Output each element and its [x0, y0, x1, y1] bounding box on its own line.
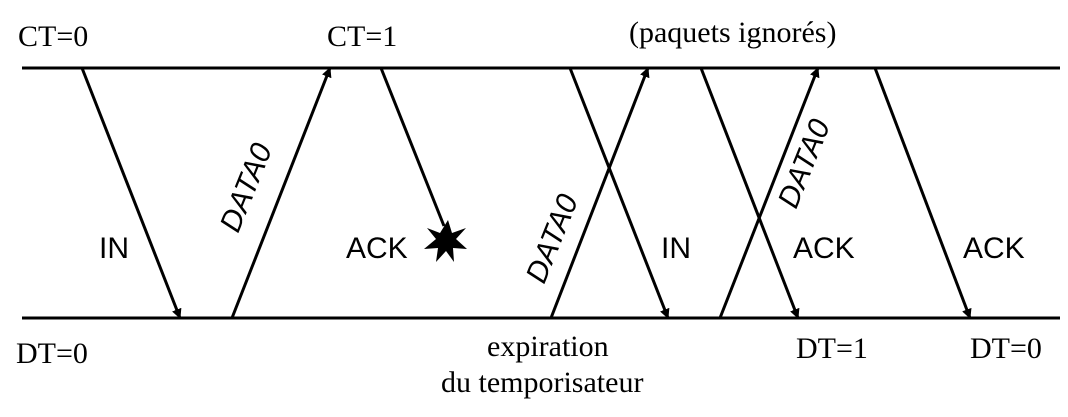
dt1-label: DT=1	[796, 332, 868, 365]
ack-arrow-3	[873, 67, 972, 319]
data0-arrow-2	[549, 67, 650, 319]
ack-label-3: ACK	[963, 232, 1025, 265]
ack-lost-label: ACK	[346, 232, 408, 265]
in-arrow-1	[80, 67, 182, 319]
in-label-2: IN	[661, 232, 691, 265]
data0-arrow-3	[718, 67, 820, 319]
ct0-label: CT=0	[18, 20, 88, 53]
ack-arrow-2	[699, 67, 800, 319]
timer-label: du temporisateur	[441, 366, 643, 399]
ack-label-2: ACK	[793, 232, 855, 265]
dt0-left-label: DT=0	[16, 337, 88, 370]
ignored-packets-label: (paquets ignorés)	[629, 16, 836, 49]
data0-label-2: DATA0	[520, 189, 585, 287]
dt0-right-label: DT=0	[970, 332, 1042, 365]
packet-loss-burst-icon	[424, 220, 467, 262]
in-arrow-2	[568, 67, 670, 319]
expiration-label: expiration	[487, 330, 609, 363]
ack-lost-arrow	[379, 67, 446, 227]
in-label-1: IN	[99, 232, 129, 265]
ct1-label: CT=1	[327, 20, 397, 53]
data0-arrow-1	[230, 67, 332, 319]
